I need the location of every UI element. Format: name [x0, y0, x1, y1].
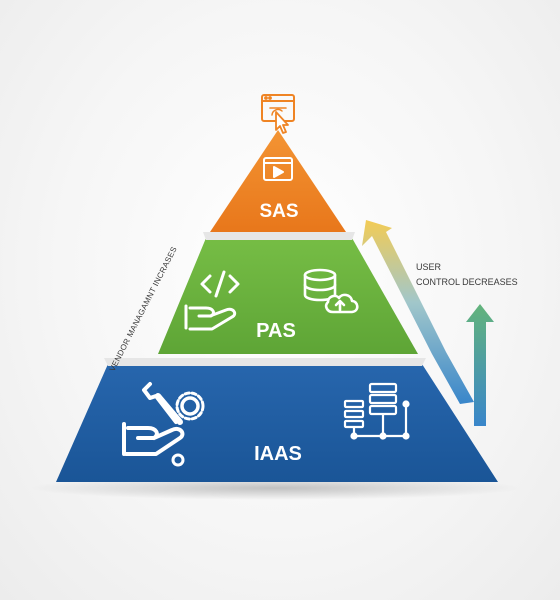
tier-iaas-ledge — [104, 358, 426, 366]
arrow-large — [362, 220, 474, 404]
tier-iaas-label: IAAS — [254, 443, 302, 465]
tier-pas-band — [158, 238, 418, 354]
tier-pas-ledge — [203, 232, 355, 240]
tier-sas-label: SAS — [259, 201, 298, 222]
tools-hand-icon — [122, 382, 205, 467]
database-cloud-icon — [303, 268, 359, 314]
tier-pas-label: PAS — [256, 320, 296, 342]
user-control-annotation-line1: USER — [416, 262, 442, 272]
user-control-arrows — [362, 220, 494, 426]
tier-pas: PAS — [158, 232, 418, 354]
server-network-icon — [343, 382, 410, 440]
pointer-click-icon — [261, 94, 295, 134]
arrow-small — [466, 304, 494, 426]
video-player-icon — [263, 157, 293, 181]
tier-iaas: IAAS — [56, 358, 498, 482]
tier-sas: SAS — [210, 130, 346, 232]
tier-iaas-band — [56, 364, 498, 482]
code-hand-icon — [184, 270, 240, 331]
user-control-annotation-line2: CONTROL DECREASES — [416, 277, 518, 287]
